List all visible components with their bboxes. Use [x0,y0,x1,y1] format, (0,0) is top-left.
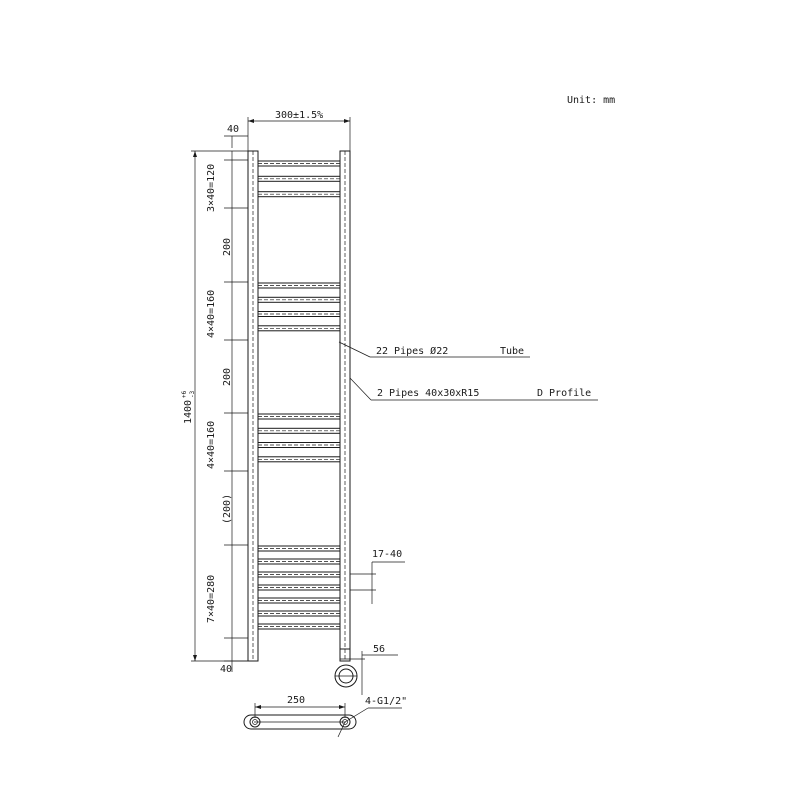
dim-top-width: 300±1.5% [247,110,351,151]
unit-label: Unit: mm [567,95,615,106]
dim-top-width-label: 300±1.5% [275,110,323,121]
callout-tubes-count: 22 Pipes Ø22 [376,345,448,357]
callout-profile-count: 2 Pipes 40x30xR15 [377,388,479,399]
tube-rails [257,160,341,630]
bottom-rail [243,714,357,730]
svg-text:-3: -3 [189,390,196,398]
dim-gap3-label: (200) [222,494,233,524]
dim-top-offset: 40 [224,124,248,148]
dim-group3-label: 4×40=160 [206,421,217,469]
callout-profile: 2 Pipes 40x30xR15 D Profile [349,377,598,401]
callout-profile-type: D Profile [537,388,591,399]
callout-tubes: 22 Pipes Ø22 Tube [338,341,530,358]
dim-gap1-label: 200 [222,238,233,256]
dim-group4-label: 7×40=280 [206,575,217,623]
dim-connector-width-label: 56 [373,644,385,655]
dim-group1-label: 3×40=120 [206,164,217,212]
thread-label: 4-G1/2" [365,696,407,707]
dim-chain-left: 3×40=120 200 4×40=160 200 4×40=160 (200)… [206,151,248,675]
dim-group2-label: 4×40=160 [206,290,217,338]
dim-gap2-label: 200 [222,368,233,386]
dim-valve-offset-label: 17-40 [372,549,402,560]
bottom-plan-view: 250 4-G1/2" [243,695,407,738]
dim-valve-offset: 17-40 [350,549,405,604]
dim-bottom-offset-label: 40 [220,664,232,675]
dim-connector-width: 56 [340,644,398,695]
callout-tubes-type: Tube [500,346,524,357]
svg-text:+6: +6 [181,390,188,398]
dim-bottom-width-label: 250 [287,695,305,706]
dim-total-height-label: 1400 [183,400,194,424]
bottom-connector [334,648,358,688]
dim-top-offset-label: 40 [227,124,239,135]
